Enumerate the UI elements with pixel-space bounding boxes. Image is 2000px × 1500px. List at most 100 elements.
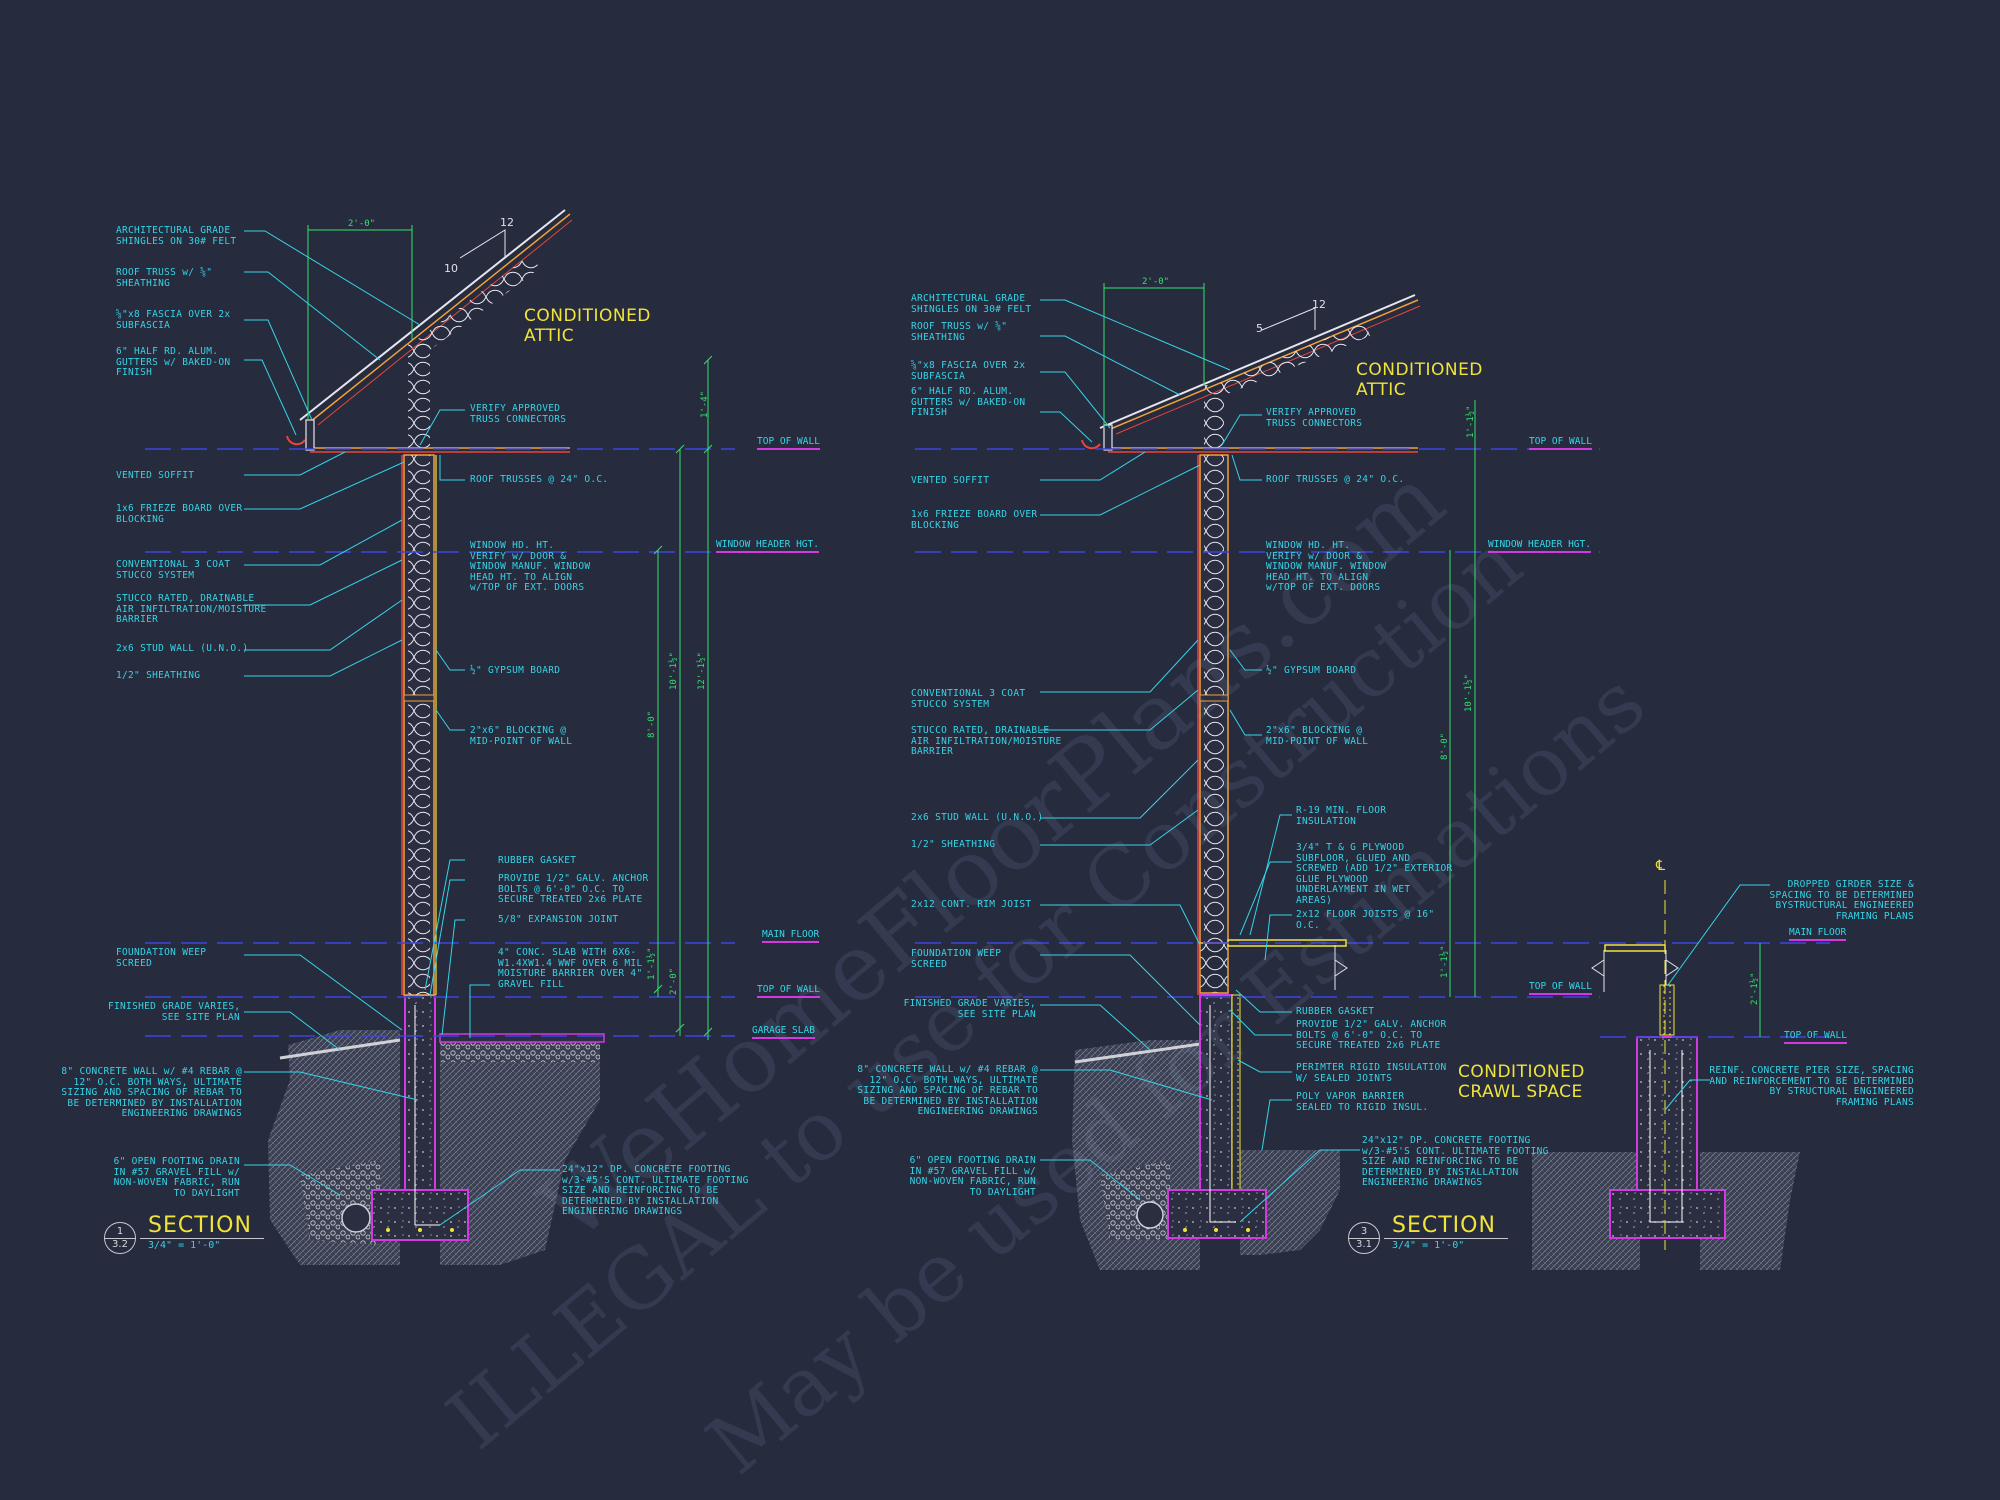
left-note-barrier: STUCCO RATED, DRAINABLE AIR INFILTRATION…: [116, 593, 267, 625]
right-centerline: ℄: [1656, 858, 1665, 874]
right-note-rubber-gasket: RUBBER GASKET: [1296, 1006, 1375, 1017]
right-bubble-bottom: 3.1: [1356, 1239, 1372, 1250]
right-dim-3: 8'-0": [1440, 732, 1450, 760]
right-dim-4: 1'-1½": [1440, 945, 1450, 978]
left-dim-3: 10'-1½": [669, 652, 679, 690]
left-level-top-of-wall-2: TOP OF WALL: [757, 985, 820, 998]
left-dim-2: 8'-0": [647, 710, 657, 738]
right-note-rigid-insulation: PERIMTER RIGID INSULATION W/ SEALED JOIN…: [1296, 1062, 1447, 1084]
left-note-footing: 24"x12" DP. CONCRETE FOOTING w/3-#5'S CO…: [562, 1164, 749, 1217]
left-note-shingles: ARCHITECTURAL GRADE SHINGLES ON 30# FELT: [116, 225, 237, 247]
left-level-main-floor: MAIN FLOOR: [762, 930, 820, 943]
left-bubble-bottom: 3.2: [112, 1239, 128, 1250]
right-note-fascia: ⅝"x8 FASCIA OVER 2x SUBFASCIA: [911, 360, 1026, 382]
left-title-underline: [140, 1238, 264, 1239]
right-section-title: SECTION: [1392, 1213, 1496, 1238]
right-dim-5: 2'-1½": [1750, 972, 1760, 1005]
right-note-footing-drain: 6" OPEN FOOTING DRAIN IN #57 GRAVEL FILL…: [909, 1155, 1036, 1198]
left-level-top-of-wall: TOP OF WALL: [757, 437, 820, 450]
left-bubble-top: 1: [116, 1226, 124, 1237]
right-note-truss-connectors: VERIFY APPROVED TRUSS CONNECTORS: [1266, 407, 1363, 429]
left-dim-6: 2'-0": [669, 967, 679, 995]
left-note-roof-trusses: ROOF TRUSSES @ 24" O.C.: [470, 474, 609, 485]
right-note-rim-joist: 2x12 CONT. RIM JOIST: [911, 899, 1032, 910]
right-section-bubble: 3 3.1: [1348, 1222, 1380, 1254]
right-dim-overhang: 2'-0": [1142, 277, 1170, 287]
right-section-scale: 3/4" = 1'-0": [1392, 1240, 1465, 1251]
left-note-expansion-joint: 5/8" EXPANSION JOINT: [498, 914, 619, 925]
left-section-scale: 3/4" = 1'-0": [148, 1240, 221, 1251]
left-note-gypsum: ½" GYPSUM BOARD: [470, 665, 561, 676]
right-note-subfloor: 3/4" T & G PLYWOOD SUBFLOOR, GLUED AND S…: [1296, 842, 1453, 906]
right-level-pier-main-floor: MAIN FLOOR: [1789, 928, 1847, 941]
left-note-soffit: VENTED SOFFIT: [116, 470, 195, 481]
right-title-underline: [1384, 1238, 1508, 1239]
right-crawl-label: CONDITIONED CRAWL SPACE: [1458, 1062, 1585, 1102]
right-dim-2: 10'-1½": [1464, 674, 1474, 712]
right-note-dropped-girder: DROPPED GIRDER SIZE & SPACING TO BE DETE…: [1769, 879, 1914, 922]
left-section-bubble: 1 3.2: [104, 1222, 136, 1254]
left-section-geometry: [145, 209, 735, 1265]
left-section-title: SECTION: [148, 1213, 252, 1238]
right-note-weep-screed: FOUNDATION WEEP SCREED: [911, 948, 1002, 970]
left-space-label: CONDITIONED ATTIC: [524, 306, 651, 346]
left-slope-run: 12: [500, 216, 514, 229]
right-note-grade: FINISHED GRADE VARIES, SEE SITE PLAN: [903, 998, 1036, 1020]
left-dim-1: 1'-4": [700, 390, 710, 418]
left-note-gutter: 6" HALF RD. ALUM. GUTTERS w/ BAKED-ON FI…: [116, 346, 231, 378]
right-level-top-of-wall-2: TOP OF WALL: [1529, 982, 1592, 995]
left-note-weep-screed: FOUNDATION WEEP SCREED: [116, 947, 207, 969]
left-note-truss-connectors: VERIFY APPROVED TRUSS CONNECTORS: [470, 403, 567, 425]
right-note-anchor-bolts: PROVIDE 1/2" GALV. ANCHOR BOLTS @ 6'-0" …: [1296, 1019, 1447, 1051]
left-level-garage-slab: GARAGE SLAB: [752, 1026, 815, 1039]
left-note-footing-drain: 6" OPEN FOOTING DRAIN IN #57 GRAVEL FILL…: [113, 1156, 240, 1199]
left-note-grade: FINISHED GRADE VARIES, SEE SITE PLAN: [108, 1001, 241, 1023]
right-note-frieze: 1x6 FRIEZE BOARD OVER BLOCKING: [911, 509, 1038, 531]
right-note-roof-truss: ROOF TRUSS w/ ⅝" SHEATHING: [911, 321, 1008, 343]
right-note-concrete-pier: REINF. CONCRETE PIER SIZE, SPACING AND R…: [1709, 1065, 1914, 1108]
right-note-shingles: ARCHITECTURAL GRADE SHINGLES ON 30# FELT: [911, 293, 1032, 315]
right-bubble-top: 3: [1360, 1226, 1368, 1237]
right-note-gypsum: ½" GYPSUM BOARD: [1266, 665, 1357, 676]
right-note-sheathing: 1/2" SHEATHING: [911, 839, 996, 850]
right-note-stud-wall: 2x6 STUD WALL (U.N.O.): [911, 812, 1044, 823]
right-level-top-of-wall: TOP OF WALL: [1529, 437, 1592, 450]
left-level-window-header: WINDOW HEADER HGT.: [716, 540, 819, 553]
right-note-floor-joists: 2x12 FLOOR JOISTS @ 16" O.C.: [1296, 909, 1435, 931]
left-slope-rise: 10: [444, 262, 458, 275]
right-level-window-header: WINDOW HEADER HGT.: [1488, 540, 1591, 553]
left-note-fascia: ⅝"x8 FASCIA OVER 2x SUBFASCIA: [116, 309, 231, 331]
left-note-blocking: 2"x6" BLOCKING @ MID-POINT OF WALL: [470, 725, 573, 747]
right-slope-run: 12: [1312, 298, 1326, 311]
right-section-geometry: [915, 283, 1830, 1270]
right-space-label: CONDITIONED ATTIC: [1356, 360, 1483, 400]
right-note-concrete-wall: 8" CONCRETE WALL w/ #4 REBAR @ 12" O.C. …: [857, 1064, 1038, 1117]
right-level-pier-top-of-wall: TOP OF WALL: [1784, 1031, 1847, 1044]
right-note-vapor-barrier: POLY VAPOR BARRIER SEALED TO RIGID INSUL…: [1296, 1091, 1429, 1113]
left-note-rubber-gasket: RUBBER GASKET: [498, 855, 577, 866]
right-note-gutter: 6" HALF RD. ALUM. GUTTERS w/ BAKED-ON FI…: [911, 386, 1026, 418]
right-slope-rise: 5: [1256, 322, 1263, 335]
left-note-slab: 4" CONC. SLAB WITH 6X6- W1.4XW1.4 WWF OV…: [498, 947, 643, 990]
right-note-roof-trusses: ROOF TRUSSES @ 24" O.C.: [1266, 474, 1405, 485]
right-note-stucco: CONVENTIONAL 3 COAT STUCCO SYSTEM: [911, 688, 1026, 710]
left-note-anchor-bolts: PROVIDE 1/2" GALV. ANCHOR BOLTS @ 6'-0" …: [498, 873, 649, 905]
left-note-frieze: 1x6 FRIEZE BOARD OVER BLOCKING: [116, 503, 243, 525]
right-dim-1: 1'-1½": [1466, 405, 1476, 438]
right-note-floor-insulation: R-19 MIN. FLOOR INSULATION: [1296, 805, 1387, 827]
left-note-sheathing: 1/2" SHEATHING: [116, 670, 201, 681]
right-note-window-head: WINDOW HD. HT. VERIFY w/ DOOR & WINDOW M…: [1266, 540, 1387, 593]
left-note-window-head: WINDOW HD. HT. VERIFY w/ DOOR & WINDOW M…: [470, 540, 591, 593]
right-note-footing: 24"x12" DP. CONCRETE FOOTING w/3-#5'S CO…: [1362, 1135, 1549, 1188]
left-dim-overhang: 2'-0": [348, 219, 376, 229]
right-note-soffit: VENTED SOFFIT: [911, 475, 990, 486]
left-note-stucco: CONVENTIONAL 3 COAT STUCCO SYSTEM: [116, 559, 231, 581]
right-note-barrier: STUCCO RATED, DRAINABLE AIR INFILTRATION…: [911, 725, 1062, 757]
left-note-stud-wall: 2x6 STUD WALL (U.N.O.): [116, 643, 249, 654]
left-note-concrete-wall: 8" CONCRETE WALL w/ #4 REBAR @ 12" O.C. …: [61, 1066, 242, 1119]
left-dim-5: 1'-1½": [647, 947, 657, 980]
left-dim-4: 12'-1½": [697, 652, 707, 690]
right-note-blocking: 2"x6" BLOCKING @ MID-POINT OF WALL: [1266, 725, 1369, 747]
left-note-roof-truss: ROOF TRUSS w/ ⅝" SHEATHING: [116, 267, 213, 289]
